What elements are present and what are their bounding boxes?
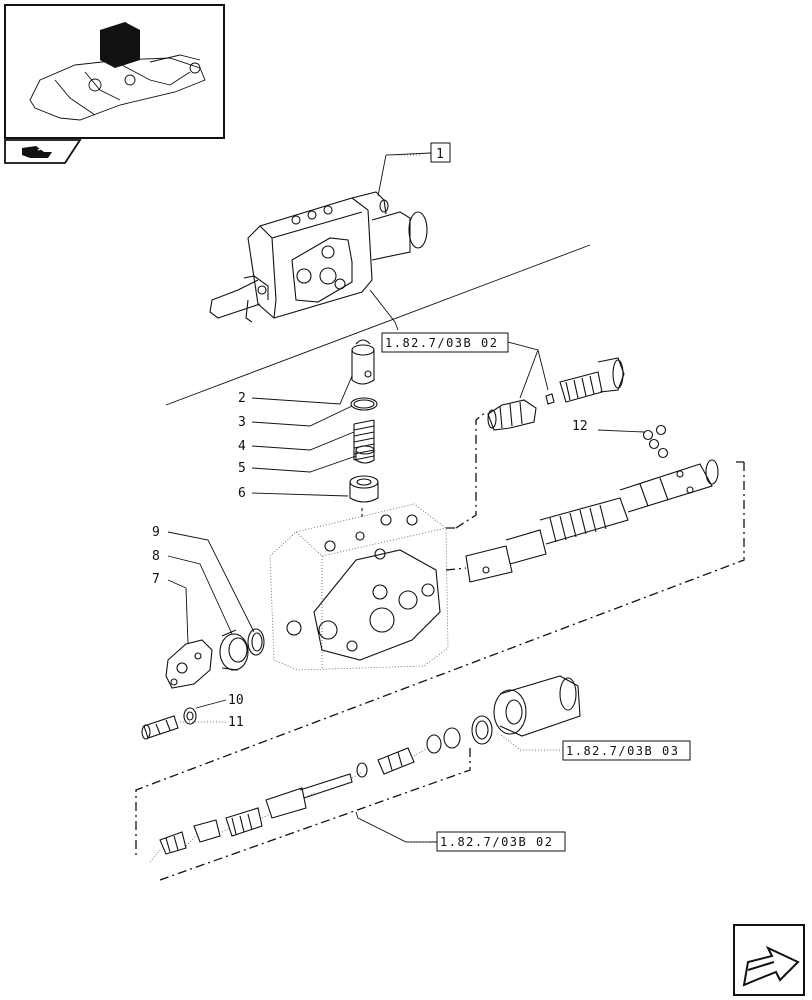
callout-11-label: 11 [228, 715, 244, 730]
callout-8-label: 8 [152, 549, 160, 564]
ref-box-upper[interactable]: 1.82.7/03B 02 [381, 332, 549, 399]
callout-12-label: 12 [572, 419, 588, 434]
callout-4-label: 4 [238, 439, 246, 454]
callout-12: 12 [572, 419, 669, 459]
ref-box-middle[interactable]: 1.82.7/03B 03 [499, 733, 691, 761]
tractor-lift-cover-thumbnail-icon [29, 22, 206, 121]
callout-10-label: 10 [228, 693, 244, 708]
callout-3-label: 3 [238, 415, 246, 430]
section-divider-line [165, 244, 591, 406]
spool-shaft [465, 459, 719, 583]
callout-9-label: 9 [152, 525, 160, 540]
callout-1: 1 [377, 142, 451, 197]
stack-parts [349, 339, 379, 520]
flange-parts [165, 628, 265, 689]
screw-washer: 10 11 [141, 693, 244, 740]
stack-callouts: 2 3 4 5 6 [238, 375, 357, 501]
callout-2-label: 2 [238, 391, 246, 406]
cylinder-cap [471, 675, 581, 745]
valve-body [269, 503, 449, 671]
flange-callouts: 9 8 7 [152, 525, 255, 645]
thumbnail-frame[interactable] [4, 4, 225, 139]
fitting-parts-upper [487, 357, 625, 431]
ref-lower-label: 1.82.7/03B 02 [440, 835, 553, 849]
divider-bracket [369, 289, 399, 331]
callout-5-label: 5 [238, 461, 246, 476]
callout-1-label: 1 [436, 147, 444, 162]
subassembly-enclosure [135, 411, 745, 881]
callout-6-label: 6 [238, 486, 246, 501]
callout-7-label: 7 [152, 572, 160, 587]
valve-assembly-overview [209, 191, 428, 323]
assembly-hand-icon[interactable] [4, 139, 82, 164]
ref-box-lower[interactable]: 1.82.7/03B 02 [355, 811, 566, 852]
ref-middle-label: 1.82.7/03B 03 [566, 744, 679, 758]
next-page-arrow-icon[interactable] [733, 924, 805, 996]
lower-stem-parts [149, 727, 461, 863]
ref-upper-label: 1.82.7/03B 02 [385, 336, 498, 350]
